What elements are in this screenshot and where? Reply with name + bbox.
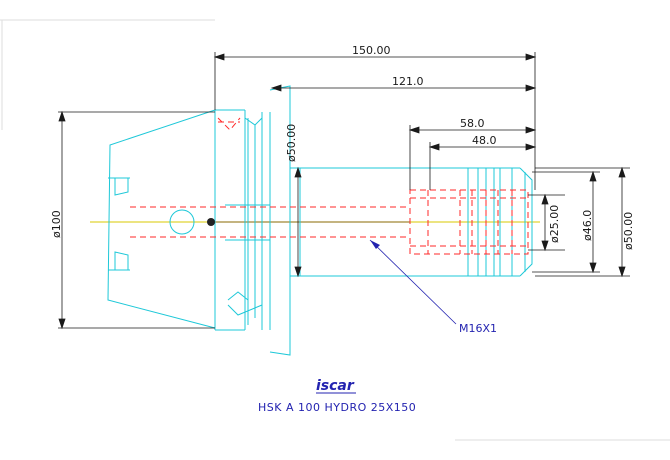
dim-outer-diameter: ø50.00	[622, 212, 635, 250]
logo-text: iscar	[316, 378, 355, 394]
dimension-lines	[58, 52, 630, 330]
dim-overall-length: 150.00	[352, 44, 391, 57]
iscar-logo: iscar	[316, 378, 356, 394]
thread-callout-label: M16X1	[459, 322, 497, 335]
dim-nose-diameter: ø46.0	[581, 210, 594, 241]
frame-lines	[0, 19, 670, 441]
center-ball	[207, 218, 215, 226]
hidden-lines	[130, 117, 529, 255]
thread-callout: M16X1	[369, 239, 497, 335]
dim-flange-diameter: ø100	[50, 210, 63, 238]
dim-bore-diameter: ø25.00	[548, 205, 561, 243]
dim-clamp-length: 48.0	[472, 134, 497, 147]
dim-bore-depth: 58.0	[460, 117, 485, 130]
dim-shank-length: 121.0	[392, 75, 424, 88]
tool-body	[107, 85, 533, 356]
drawing-title: HSK A 100 HYDRO 25X150	[258, 401, 416, 414]
dim-shank-diameter: ø50.00	[285, 124, 298, 162]
